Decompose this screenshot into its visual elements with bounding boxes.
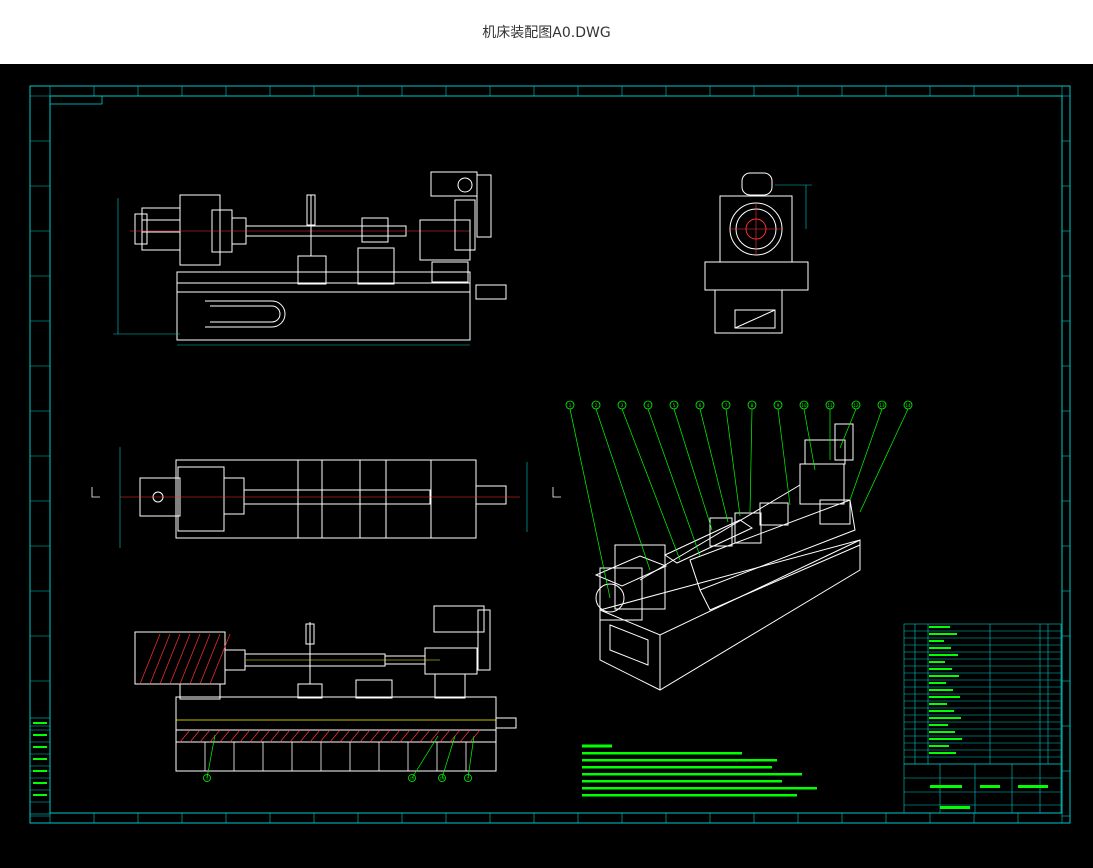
balloon-6	[695, 400, 705, 410]
isometric-view	[569, 408, 909, 691]
side-view	[704, 172, 812, 334]
balloon-5	[669, 400, 679, 410]
balloon-label: 3	[621, 403, 624, 408]
bill-of-materials	[903, 623, 1062, 765]
section-balloon-1	[203, 774, 211, 782]
section-balloon-label: 2	[467, 777, 469, 781]
technical-notes	[582, 744, 817, 797]
balloon-label: 14	[905, 403, 911, 408]
balloon-label: 12	[853, 403, 859, 408]
balloon-label: 11	[827, 403, 833, 408]
balloon-label: 6	[699, 403, 702, 408]
section-balloon-label: 14	[440, 777, 445, 781]
section-balloon-label: 13	[410, 777, 414, 781]
section-view	[134, 605, 517, 779]
title-bar: 机床装配图A0.DWG	[0, 0, 1093, 64]
balloon-8	[747, 400, 757, 410]
section-balloon-13	[408, 774, 416, 782]
balloon-3	[617, 400, 627, 410]
balloon-label: 10	[801, 403, 807, 408]
balloon-label: 4	[647, 403, 650, 408]
balloon-label: 2	[595, 403, 598, 408]
section-balloon-14	[438, 774, 446, 782]
balloon-label: 1	[569, 403, 572, 408]
balloon-label: 7	[725, 403, 728, 408]
balloon-label: 8	[751, 403, 754, 408]
balloon-12	[851, 400, 861, 410]
title-block	[903, 763, 1062, 814]
balloon-10	[799, 400, 809, 410]
balloon-2	[591, 400, 601, 410]
balloon-11	[825, 400, 835, 410]
balloon-4	[643, 400, 653, 410]
document-title: 机床装配图A0.DWG	[482, 25, 611, 41]
balloon-14	[903, 400, 913, 410]
balloon-label: 5	[673, 403, 676, 408]
balloon-9	[773, 400, 783, 410]
balloon-1	[565, 400, 575, 410]
top-view	[91, 447, 561, 548]
balloon-label: 13	[879, 403, 885, 408]
balloon-label: 9	[777, 403, 780, 408]
balloon-13	[877, 400, 887, 410]
drawing-frame	[29, 85, 1071, 824]
front-view	[113, 171, 507, 346]
section-balloon-2	[464, 774, 472, 782]
revision-block	[29, 717, 51, 815]
balloon-7	[721, 400, 731, 410]
section-balloon-label: 1	[206, 777, 208, 781]
